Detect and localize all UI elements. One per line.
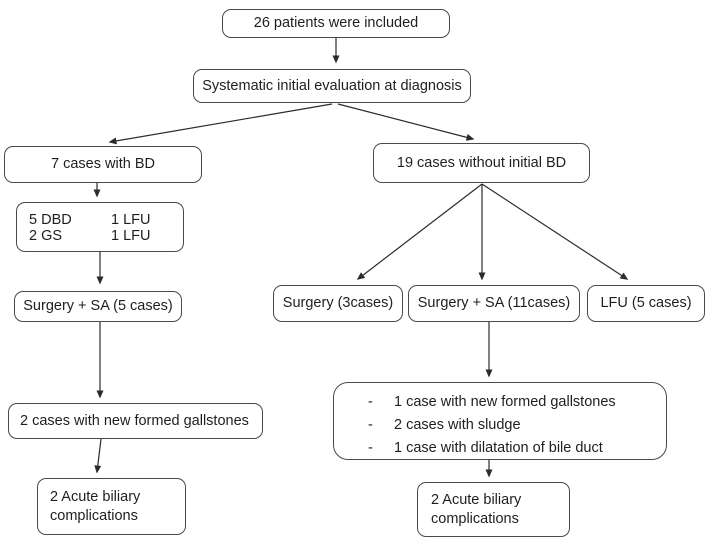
- finding-text: 1 case with dilatation of bile duct: [394, 440, 603, 456]
- node-patients-included: 26 patients were included: [222, 9, 450, 38]
- dbd-row2-right: 1 LFU: [111, 228, 151, 244]
- finding-dash: -: [368, 394, 373, 410]
- node-acute-complications-left: 2 Acute biliary complications: [37, 478, 186, 535]
- node-acute-complications-right: 2 Acute biliary complications: [417, 482, 570, 537]
- arrow-withoutbd-to-lfu: [481, 183, 629, 280]
- arrow-gallstones-to-acuteleft: [94, 438, 102, 474]
- node-surgery-3: Surgery (3cases): [273, 285, 403, 322]
- node-initial-evaluation: Systematic initial evaluation at diagnos…: [193, 69, 471, 103]
- node-surgery-sa-11: Surgery + SA (11cases): [408, 285, 580, 322]
- finding-item: - 1 case with new formed gallstones: [368, 391, 656, 414]
- node-surgery-sa-5: Surgery + SA (5 cases): [14, 291, 182, 322]
- node-lfu-5: LFU (5 cases): [587, 285, 705, 322]
- arrow-evaluation-to-withbd: [108, 103, 333, 145]
- finding-dash: -: [368, 440, 373, 456]
- arrow-evaluation-to-withoutbd: [337, 103, 475, 141]
- finding-text: 1 case with new formed gallstones: [394, 394, 616, 410]
- node-new-gallstones-2: 2 cases with new formed gallstones: [8, 403, 263, 439]
- finding-text: 2 cases with sludge: [394, 417, 521, 433]
- finding-item: - 2 cases with sludge: [368, 414, 656, 437]
- node-findings-list: - 1 case with new formed gallstones - 2 …: [333, 382, 667, 460]
- node-dbd-gs-detail: 5 DBD 1 LFU 2 GS 1 LFU: [16, 202, 184, 252]
- dbd-row2-left: 2 GS: [29, 228, 63, 244]
- node-cases-without-bd: 19 cases without initial BD: [373, 143, 590, 183]
- dbd-row1-right: 1 LFU: [111, 212, 151, 228]
- arrow-withoutbd-to-surgery3: [356, 183, 483, 280]
- node-cases-with-bd: 7 cases with BD: [4, 146, 202, 183]
- finding-item: - 1 case with dilatation of bile duct: [368, 437, 656, 460]
- dbd-row1-left: 5 DBD: [29, 212, 72, 228]
- finding-dash: -: [368, 417, 373, 433]
